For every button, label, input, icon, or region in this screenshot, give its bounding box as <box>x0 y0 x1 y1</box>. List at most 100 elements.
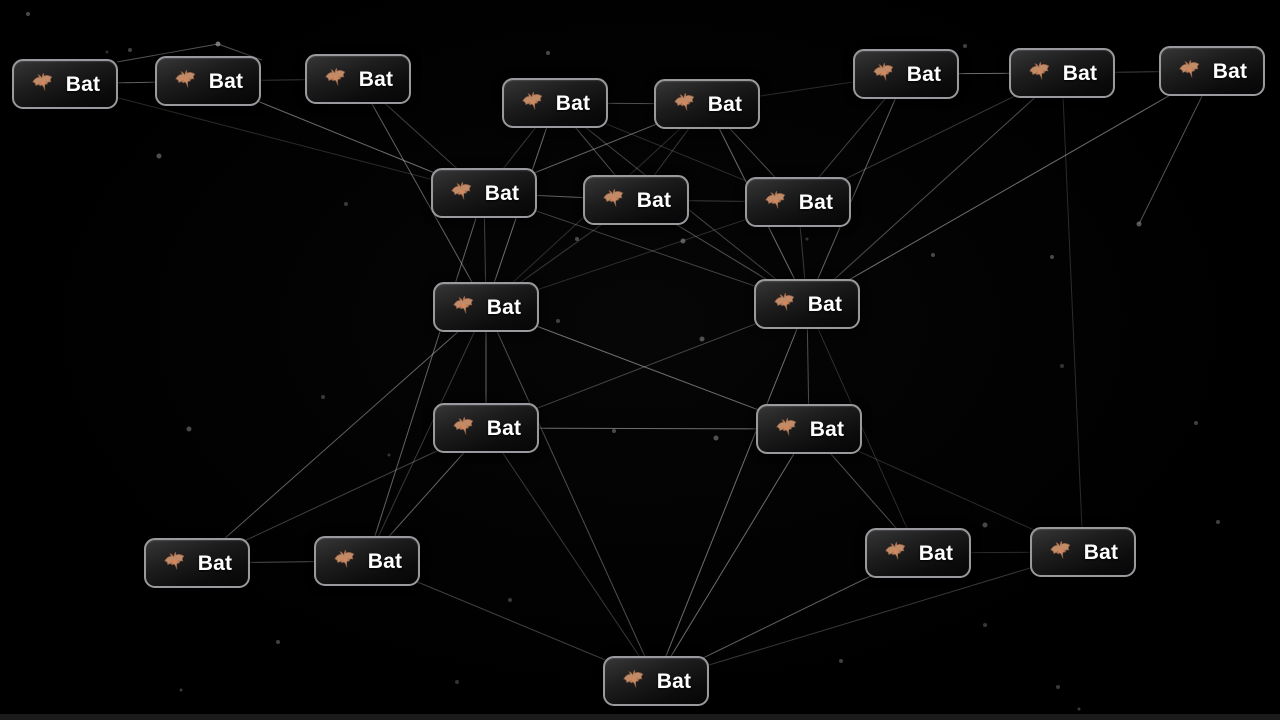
background-star <box>1056 685 1060 689</box>
graph-node-bat[interactable]: Bat <box>756 404 862 454</box>
graph-node-bat[interactable]: Bat <box>1159 46 1265 96</box>
graph-node-bat[interactable]: Bat <box>853 49 959 99</box>
graph-edge <box>366 192 485 562</box>
node-label: Bat <box>707 92 743 116</box>
graph-node-bat[interactable]: Bat <box>1030 527 1136 577</box>
node-label: Bat <box>484 181 520 205</box>
node-label: Bat <box>1083 540 1119 564</box>
bat-icon <box>1179 59 1199 78</box>
node-label: Bat <box>486 416 522 440</box>
graph-node-bat[interactable]: Bat <box>583 175 689 225</box>
background-star <box>508 598 512 602</box>
node-label: Bat <box>1062 61 1098 85</box>
background-star <box>156 153 162 159</box>
graph-node-bat[interactable]: Bat <box>305 54 411 104</box>
background-star <box>215 41 221 47</box>
graph-node-bat[interactable]: Bat <box>12 59 118 109</box>
graph-node-bat[interactable]: Bat <box>865 528 971 578</box>
bat-icon <box>334 549 354 568</box>
bat-icon <box>522 91 542 110</box>
graph-node-bat[interactable]: Bat <box>433 282 539 332</box>
bat-icon <box>164 551 184 570</box>
graph-edge <box>366 306 487 562</box>
graph-edge <box>196 306 487 564</box>
background-star <box>983 623 987 627</box>
bat-icon <box>453 416 473 435</box>
background-star <box>1216 520 1220 524</box>
bat-icon <box>603 188 623 207</box>
star-layer <box>26 12 1246 711</box>
bat-icon <box>774 292 794 311</box>
graph-edge <box>806 303 919 554</box>
graph-edge <box>655 551 1084 682</box>
graph-node-bat[interactable]: Bat <box>502 78 608 128</box>
background-star <box>805 237 809 241</box>
bat-icon <box>776 417 796 436</box>
node-label: Bat <box>367 549 403 573</box>
background-star <box>713 435 719 441</box>
graph-edge <box>483 192 808 305</box>
bat-icon <box>325 67 345 86</box>
bat-icon <box>873 62 893 81</box>
node-label: Bat <box>555 91 591 115</box>
graph-edge <box>655 428 810 682</box>
bottom-letterbox <box>0 714 1280 720</box>
graph-node-bat[interactable]: Bat <box>431 168 537 218</box>
background-star <box>1194 421 1198 425</box>
graph-node-bat[interactable]: Bat <box>603 656 709 706</box>
background-star <box>179 688 183 692</box>
node-label: Bat <box>486 295 522 319</box>
bat-icon <box>451 181 471 200</box>
bat-icon <box>623 669 643 688</box>
bat-icon <box>1029 61 1049 80</box>
node-label: Bat <box>656 669 692 693</box>
bat-icon <box>453 295 473 314</box>
background-star <box>387 453 391 457</box>
background-star <box>839 659 843 663</box>
background-star <box>699 336 705 342</box>
graph-node-bat[interactable]: Bat <box>745 177 851 227</box>
background-star <box>344 202 348 206</box>
graph-edge <box>1061 72 1084 553</box>
background-star <box>276 640 280 644</box>
background-star <box>556 319 560 323</box>
graph-edge <box>357 78 487 308</box>
background-star <box>455 680 459 684</box>
graph-edge <box>806 72 1063 305</box>
node-label: Bat <box>798 190 834 214</box>
graph-node-bat[interactable]: Bat <box>433 403 539 453</box>
bat-icon <box>1050 540 1070 559</box>
background-star <box>546 51 550 55</box>
graph-edge <box>485 306 657 682</box>
background-star <box>186 426 192 432</box>
bat-icon <box>32 72 52 91</box>
node-label: Bat <box>809 417 845 441</box>
graph-node-bat[interactable]: Bat <box>1009 48 1115 98</box>
background-star <box>612 429 616 433</box>
background-star <box>1050 255 1054 259</box>
graph-node-bat[interactable]: Bat <box>654 79 760 129</box>
graph-edge <box>485 427 657 682</box>
background-star <box>105 50 109 54</box>
background-star <box>1136 221 1142 227</box>
background-star <box>26 12 30 16</box>
graph-node-bat[interactable]: Bat <box>314 536 420 586</box>
graph-edge-ray <box>116 43 219 63</box>
background-star <box>1077 707 1081 711</box>
graph-node-bat[interactable]: Bat <box>155 56 261 106</box>
bat-icon <box>885 541 905 560</box>
node-label: Bat <box>918 541 954 565</box>
graph-node-bat[interactable]: Bat <box>144 538 250 588</box>
graph-edge <box>655 303 808 682</box>
node-label: Bat <box>358 67 394 91</box>
graph-node-bat[interactable]: Bat <box>754 279 860 329</box>
background-star <box>931 253 935 257</box>
node-label: Bat <box>208 69 244 93</box>
graph-edge <box>806 73 907 305</box>
bat-icon <box>674 92 694 111</box>
bat-icon <box>175 69 195 88</box>
graph-edge <box>485 306 810 430</box>
graph-edge <box>64 83 485 194</box>
